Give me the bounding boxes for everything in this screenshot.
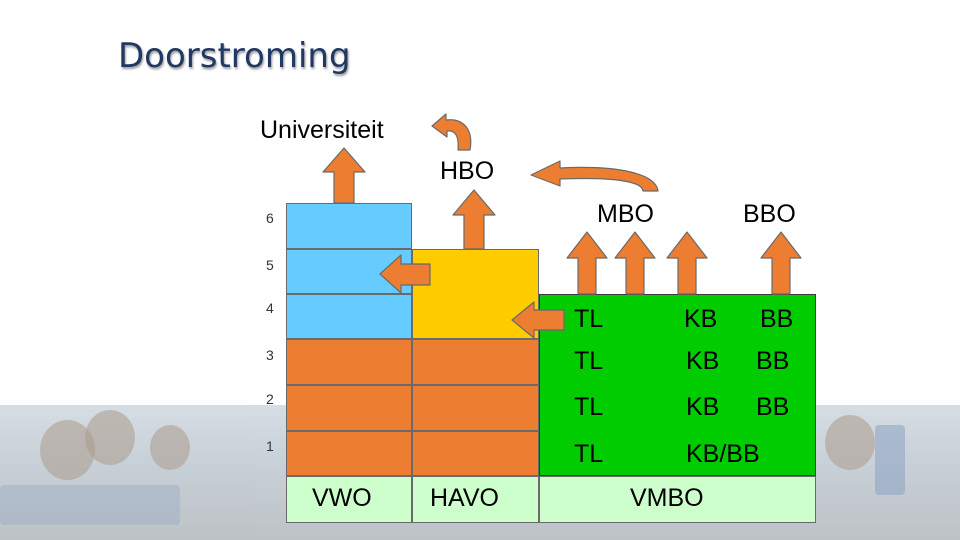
- arrow-left-vmbo-havo: [511, 301, 565, 339]
- level-4: 4: [266, 300, 274, 316]
- vwo-year-4: [286, 294, 412, 339]
- vmbo-row3-bb: BB: [756, 347, 790, 375]
- arrow-up-vwo-universiteit: [322, 147, 366, 204]
- vmbo-row3-kb: KB: [686, 347, 720, 375]
- vmbo-row4-tl: TL: [574, 305, 604, 333]
- vwo-track-box: [286, 476, 412, 523]
- arrow-up-kb-mbo: [666, 231, 708, 295]
- vwo-year-2: [286, 385, 412, 431]
- vmbo-row1-kbbb: KB/BB: [686, 440, 760, 468]
- label-bbo: BBO: [743, 200, 796, 228]
- level-3: 3: [266, 347, 274, 363]
- vmbo-row4-bb: BB: [760, 305, 794, 333]
- vmbo-row2-kb: KB: [686, 393, 720, 421]
- havo-year-3: [412, 339, 539, 385]
- arrow-left-havo-vwo: [379, 254, 431, 294]
- vmbo-row2-tl: TL: [574, 393, 604, 421]
- label-universiteit: Universiteit: [260, 116, 384, 144]
- arrow-up-havo-hbo: [452, 189, 496, 250]
- arrow-curve-hbo-universiteit: [431, 113, 472, 151]
- level-5: 5: [266, 257, 274, 273]
- slide-title: Doorstroming: [118, 36, 351, 76]
- arrow-up-tl-mbo-2: [614, 231, 656, 295]
- vmbo-row3-tl: TL: [574, 347, 604, 375]
- level-1: 1: [266, 438, 274, 454]
- level-6: 6: [266, 210, 274, 226]
- arrow-up-bb-bbo: [760, 231, 802, 295]
- havo-year-1: [412, 431, 539, 476]
- vmbo-block: [539, 294, 816, 476]
- label-mbo: MBO: [597, 200, 654, 228]
- track-label-vmbo: VMBO: [630, 484, 704, 512]
- vmbo-row2-bb: BB: [756, 393, 790, 421]
- track-label-havo: HAVO: [430, 484, 499, 512]
- arrow-up-tl-mbo: [566, 231, 608, 295]
- havo-track-box: [412, 476, 539, 523]
- vmbo-row1-tl: TL: [574, 440, 604, 468]
- havo-year-2: [412, 385, 539, 431]
- label-hbo: HBO: [440, 157, 495, 185]
- track-label-vwo: VWO: [312, 484, 372, 512]
- level-2: 2: [266, 391, 274, 407]
- vmbo-row4-kb: KB: [684, 305, 718, 333]
- vwo-year-1: [286, 431, 412, 476]
- vmbo-track-box: [539, 476, 816, 523]
- vwo-year-3: [286, 339, 412, 385]
- arrow-curve-mbo-hbo: [530, 160, 659, 192]
